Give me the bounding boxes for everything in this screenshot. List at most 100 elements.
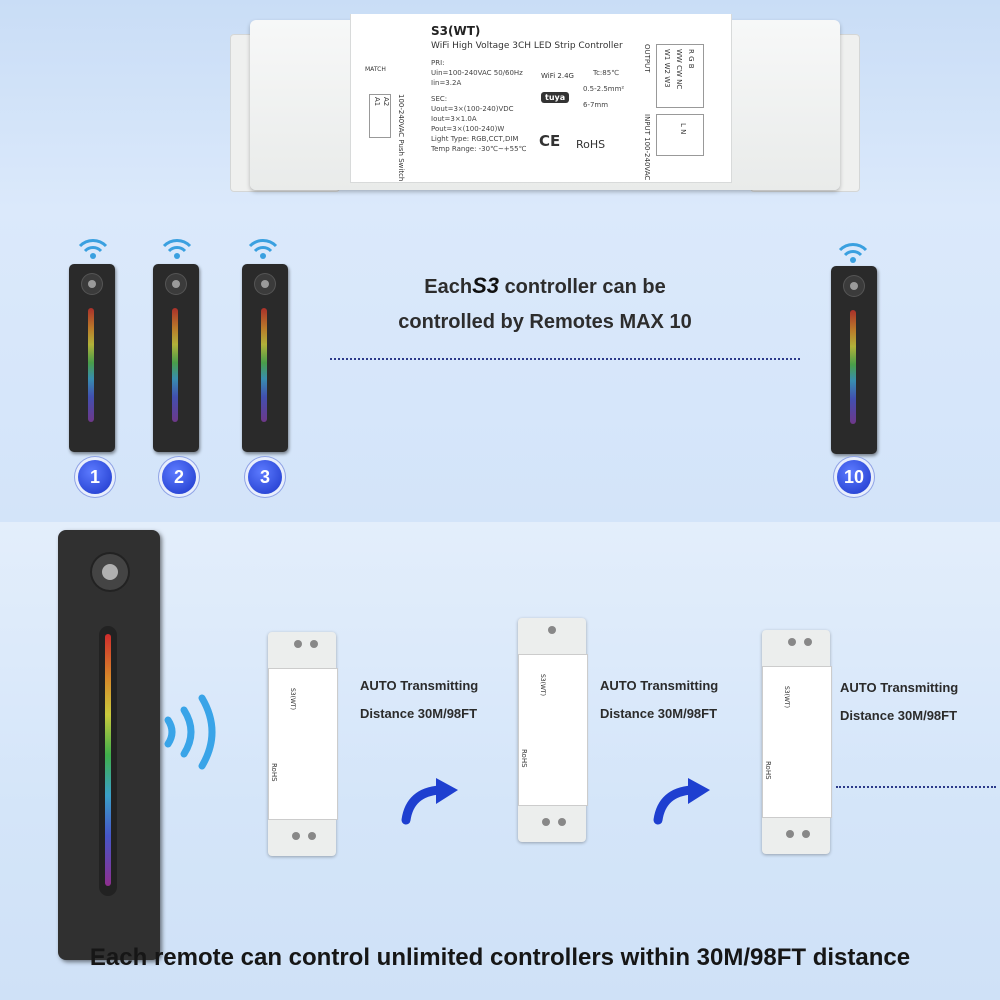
wifi-signal-icon bbox=[162, 239, 192, 259]
tuya-logo: tuya bbox=[541, 92, 570, 103]
headline-line-1: EachS3 controller can be bbox=[360, 268, 730, 305]
push-switch-label: 100-240VAC Push Switch bbox=[397, 94, 405, 182]
screw-icon bbox=[308, 832, 316, 840]
controller-label bbox=[762, 666, 832, 818]
sec-line: Light Type: RGB,CCT,DIM bbox=[431, 135, 519, 143]
power-button-icon bbox=[844, 276, 864, 296]
sec-line: SEC: bbox=[431, 95, 448, 103]
power-button-icon bbox=[255, 274, 275, 294]
screw-icon bbox=[548, 626, 556, 634]
color-touch-bar bbox=[850, 310, 856, 424]
wire-size: 0.5-2.5mm² bbox=[583, 85, 625, 93]
power-button-icon bbox=[92, 554, 128, 590]
match-label: MATCH bbox=[365, 66, 386, 73]
controller-label: MATCH A2 A1 100-240VAC Push Switch S3(WT… bbox=[350, 14, 732, 183]
auto-distance-line: Distance 30M/98FT bbox=[600, 706, 718, 721]
auto-transmit-caption-2: AUTO Transmitting Distance 30M/98FT bbox=[600, 672, 718, 728]
ce-rohs-mark: RoHS bbox=[764, 761, 772, 780]
wifi-signal-icon bbox=[838, 243, 868, 263]
dotted-connector bbox=[330, 358, 800, 360]
color-touch-bar bbox=[99, 626, 117, 896]
bottom-panel bbox=[0, 522, 1000, 1000]
ce-mark: CE bbox=[539, 132, 561, 150]
footer-caption: Each remote can control unlimited contro… bbox=[89, 944, 911, 971]
screw-icon bbox=[788, 638, 796, 646]
controller-model: S3(WT) bbox=[783, 686, 790, 708]
input-label: INPUT 100-240VAC bbox=[643, 114, 651, 181]
remote-3 bbox=[242, 264, 288, 452]
wifi-band: WiFi 2.4G bbox=[541, 72, 574, 80]
sec-line: Iout=3×1.0A bbox=[431, 115, 477, 123]
ce-rohs-mark: RoHS bbox=[520, 749, 528, 768]
headline: EachS3 controller can be controlled by R… bbox=[360, 268, 730, 340]
relay-controller-3: S3(WT) RoHS bbox=[756, 616, 836, 856]
remote-2 bbox=[153, 264, 199, 452]
screw-icon bbox=[294, 640, 302, 648]
remote-number-badge: 3 bbox=[248, 460, 282, 494]
controller-subtitle: WiFi High Voltage 3CH LED Strip Controll… bbox=[431, 41, 623, 51]
auto-transmit-line: AUTO Transmitting bbox=[840, 680, 959, 695]
sec-specs: SEC: Uout=3×(100-240)VDC Iout=3×1.0A Pou… bbox=[431, 94, 526, 154]
curved-arrow-icon bbox=[653, 778, 710, 825]
screw-icon bbox=[804, 638, 812, 646]
power-button-icon bbox=[166, 274, 186, 294]
screw-icon bbox=[542, 818, 550, 826]
output-col: W1 W2 W3 bbox=[663, 49, 671, 88]
screw-icon bbox=[292, 832, 300, 840]
sec-line: Uout=3×(100-240)VDC bbox=[431, 105, 514, 113]
pri-line: Iin=3.2A bbox=[431, 79, 462, 87]
auto-transmit-line: AUTO Transmitting bbox=[600, 678, 719, 693]
output-label: OUTPUT bbox=[643, 44, 651, 73]
auto-transmit-caption-1: AUTO Transmitting Distance 30M/98FT bbox=[360, 672, 478, 728]
remote-number-badge: 2 bbox=[162, 460, 196, 494]
input-terms: L N bbox=[679, 123, 687, 135]
remote-1 bbox=[69, 264, 115, 452]
push-term-a2: A2 bbox=[382, 97, 390, 107]
pri-line: Uin=100-240VAC 50/60Hz bbox=[431, 69, 523, 77]
headline-line-2: controlled by Remotes MAX 10 bbox=[398, 311, 692, 333]
relay-controller-2: S3(WT) RoHS bbox=[512, 604, 592, 844]
output-col: R G B bbox=[687, 49, 695, 69]
screw-icon bbox=[802, 830, 810, 838]
screw-icon bbox=[310, 640, 318, 648]
headline-line1-suffix: controller can be bbox=[504, 276, 666, 298]
sec-line: Pout=3×(100-240)W bbox=[431, 125, 505, 133]
auto-transmit-line: AUTO Transmitting bbox=[360, 678, 479, 693]
dotted-connector bbox=[836, 786, 996, 788]
controller-model: S3(WT) bbox=[431, 24, 481, 38]
input-terminal-box: L N bbox=[656, 114, 704, 156]
ce-rohs-mark: RoHS bbox=[270, 763, 278, 782]
screw-icon bbox=[558, 818, 566, 826]
headline-prefix: Each bbox=[424, 276, 473, 298]
controller-label bbox=[268, 668, 338, 820]
output-col: WW CW NC bbox=[675, 49, 683, 90]
pri-line: PRI: bbox=[431, 59, 445, 67]
push-switch-box: A2 A1 bbox=[369, 94, 391, 138]
wifi-signal-icon bbox=[78, 239, 108, 259]
signal-waves-icon bbox=[164, 694, 216, 770]
remote-number-badge: 10 bbox=[837, 460, 871, 494]
curved-arrow-icon bbox=[401, 778, 458, 825]
main-controller: MATCH A2 A1 100-240VAC Push Switch S3(WT… bbox=[230, 14, 860, 196]
auto-transmit-caption-3: AUTO Transmitting Distance 30M/98FT bbox=[840, 674, 958, 730]
wifi-signal-icon bbox=[248, 239, 278, 259]
power-button-icon bbox=[82, 274, 102, 294]
strip-length: 6-7mm bbox=[583, 101, 609, 109]
push-term-a1: A1 bbox=[373, 97, 381, 107]
color-touch-bar bbox=[172, 308, 178, 422]
headline-brand: S3 bbox=[472, 273, 499, 298]
auto-distance-line: Distance 30M/98FT bbox=[360, 706, 478, 721]
controller-model: S3(WT) bbox=[539, 674, 546, 696]
tc-rating: Tc:85℃ bbox=[593, 69, 620, 77]
remote-10 bbox=[831, 266, 877, 454]
screw-icon bbox=[786, 830, 794, 838]
sec-line: Temp Range: -30℃~+55℃ bbox=[431, 145, 527, 153]
pri-specs: PRI: Uin=100-240VAC 50/60Hz Iin=3.2A bbox=[431, 58, 523, 88]
relay-controller-1: S3(WT) RoHS bbox=[262, 618, 342, 858]
color-touch-bar bbox=[261, 308, 267, 422]
large-remote bbox=[58, 530, 160, 960]
output-terminal-box: W1 W2 W3 WW CW NC R G B bbox=[656, 44, 704, 108]
rohs-mark: RoHS bbox=[576, 138, 606, 151]
color-touch-bar bbox=[88, 308, 94, 422]
auto-distance-line: Distance 30M/98FT bbox=[840, 708, 958, 723]
